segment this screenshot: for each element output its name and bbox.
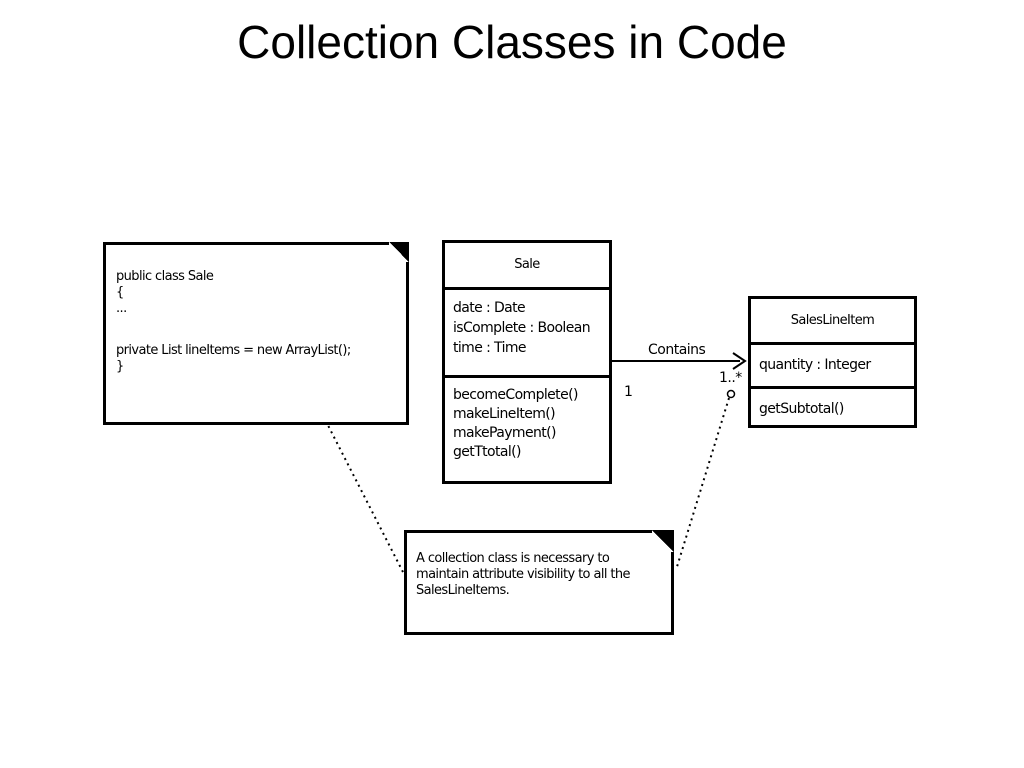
comment-note: A collection class is necessary to maint… bbox=[404, 530, 674, 635]
code-line: ... bbox=[116, 301, 127, 316]
sale-operation: makePayment() bbox=[453, 425, 556, 441]
code-line bbox=[116, 317, 398, 343]
sale-attribute: time : Time bbox=[453, 340, 527, 356]
sale-operation: getTtotal() bbox=[453, 444, 521, 460]
saleslineitem-operations: getSubtotal() bbox=[751, 386, 914, 425]
code-note-link bbox=[311, 393, 406, 577]
slide-title: Collection Classes in Code bbox=[237, 16, 787, 68]
code-line: private List lineItems = new ArrayList()… bbox=[116, 343, 351, 358]
association-arrowhead bbox=[732, 352, 747, 370]
code-line: public class Sale bbox=[116, 269, 214, 284]
code-note: public class Sale { ... private List lin… bbox=[103, 242, 409, 425]
sale-operation: makeLineItem() bbox=[453, 406, 556, 422]
saleslineitem-attributes: quantity : Integer bbox=[751, 342, 914, 386]
sale-attribute: isComplete : Boolean bbox=[453, 320, 591, 336]
comment-line: A collection class is necessary to bbox=[416, 551, 610, 566]
sale-operations: becomeComplete() makeLineItem() makePaym… bbox=[445, 375, 609, 462]
sale-class-name: Sale bbox=[514, 257, 540, 272]
multiplicity-sale: 1 bbox=[624, 384, 633, 400]
note-fold-corner bbox=[652, 530, 674, 552]
sale-operation: becomeComplete() bbox=[453, 387, 578, 403]
saleslineitem-attribute: quantity : Integer bbox=[759, 357, 871, 373]
comment-line: maintain attribute visibility to all the bbox=[416, 567, 631, 582]
saleslineitem-class-name: SalesLineItem bbox=[790, 313, 875, 328]
sli-note-anchor bbox=[726, 389, 736, 399]
note-fold-corner bbox=[389, 242, 409, 262]
saleslineitem-class-box: SalesLineItem quantity : Integer getSubt… bbox=[748, 296, 917, 428]
saleslineitem-operation: getSubtotal() bbox=[759, 401, 844, 417]
sli-note-link bbox=[675, 397, 730, 571]
comment-line: SalesLineItems. bbox=[416, 583, 510, 598]
code-line: { bbox=[116, 285, 124, 300]
association-label: Contains bbox=[648, 342, 706, 358]
sale-attribute: date : Date bbox=[453, 300, 526, 316]
sale-class-box: Sale date : Date isComplete : Boolean ti… bbox=[442, 240, 612, 484]
code-line: } bbox=[116, 359, 124, 374]
multiplicity-saleslineitem: 1..* bbox=[719, 370, 742, 386]
sale-attributes: date : Date isComplete : Boolean time : … bbox=[445, 287, 609, 375]
